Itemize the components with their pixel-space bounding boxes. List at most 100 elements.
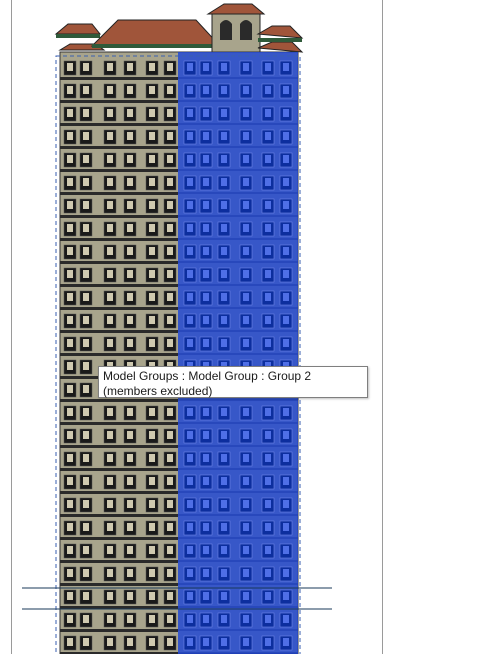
selection-detail: [183, 60, 293, 651]
selected-window-pane: [283, 592, 289, 600]
window-pane: [83, 431, 89, 439]
window-pane: [83, 178, 89, 186]
balcony-rail: [60, 583, 178, 586]
balcony-rail: [60, 514, 178, 517]
selected-window-pane: [243, 293, 249, 301]
window-pane: [67, 86, 73, 94]
window-pane: [107, 270, 113, 278]
window-pane: [83, 270, 89, 278]
selected-window-pane: [187, 178, 193, 186]
window-pane: [167, 569, 173, 577]
selected-window-pane: [187, 638, 193, 646]
window-pane: [107, 592, 113, 600]
window-pane: [83, 132, 89, 140]
selected-window-pane: [203, 523, 209, 531]
window-pane: [127, 86, 133, 94]
selected-window-pane: [243, 63, 249, 71]
selected-window-pane: [265, 615, 271, 623]
selected-window-pane: [187, 569, 193, 577]
window-pane: [67, 201, 73, 209]
window-pane: [167, 201, 173, 209]
window-pane: [83, 500, 89, 508]
selected-window-pane: [265, 569, 271, 577]
selected-window-pane: [265, 523, 271, 531]
selected-window-pane: [187, 63, 193, 71]
balcony-rail: [60, 537, 178, 540]
window-pane: [107, 316, 113, 324]
window-pane: [107, 408, 113, 416]
selected-window-pane: [221, 454, 227, 462]
selected-window-pane: [221, 500, 227, 508]
selected-window-pane: [265, 454, 271, 462]
selected-window-pane: [221, 615, 227, 623]
window-pane: [107, 500, 113, 508]
window-pane: [149, 638, 155, 646]
selected-window-pane: [243, 638, 249, 646]
roof-trim-middle: [92, 44, 220, 48]
window-pane: [167, 408, 173, 416]
selected-window-pane: [243, 155, 249, 163]
selected-window-pane: [265, 431, 271, 439]
window-pane: [107, 63, 113, 71]
selected-window-pane: [243, 178, 249, 186]
window-pane: [127, 523, 133, 531]
window-pane: [167, 316, 173, 324]
balcony-rail: [60, 169, 178, 172]
facade-detail: [63, 60, 177, 651]
window-pane: [167, 270, 173, 278]
window-pane: [167, 63, 173, 71]
window-pane: [67, 431, 73, 439]
selected-window-pane: [221, 109, 227, 117]
selected-window-pane: [187, 270, 193, 278]
window-pane: [149, 500, 155, 508]
window-pane: [67, 592, 73, 600]
selected-window-pane: [221, 86, 227, 94]
selected-window-pane: [283, 132, 289, 140]
window-pane: [127, 132, 133, 140]
selected-window-pane: [243, 270, 249, 278]
selected-window-pane: [243, 500, 249, 508]
window-pane: [167, 546, 173, 554]
selected-window-pane: [203, 109, 209, 117]
selected-window-pane: [203, 155, 209, 163]
window-pane: [67, 477, 73, 485]
window-pane: [149, 63, 155, 71]
selected-window-pane: [265, 638, 271, 646]
selected-window-pane: [283, 86, 289, 94]
balcony-rail: [60, 422, 178, 425]
selected-window-pane: [187, 155, 193, 163]
window-pane: [107, 86, 113, 94]
window-pane: [83, 109, 89, 117]
balcony-rail: [60, 284, 178, 287]
selected-window-pane: [283, 546, 289, 554]
window-pane: [167, 293, 173, 301]
window-pane: [67, 63, 73, 71]
selected-window-pane: [187, 109, 193, 117]
window-pane: [149, 454, 155, 462]
window-pane: [67, 615, 73, 623]
selected-window-pane: [203, 546, 209, 554]
window-pane: [83, 385, 89, 393]
window-pane: [149, 247, 155, 255]
roof-trim-left: [56, 34, 100, 38]
element-tooltip: Model Groups : Model Group : Group 2 (me…: [98, 366, 368, 398]
window-pane: [167, 477, 173, 485]
group-boundary: [55, 55, 301, 654]
window-pane: [149, 201, 155, 209]
selected-window-pane: [283, 408, 289, 416]
window-pane: [107, 109, 113, 117]
window-pane: [107, 247, 113, 255]
selected-window-pane: [187, 408, 193, 416]
balcony-rail: [60, 491, 178, 494]
window-pane: [107, 454, 113, 462]
selected-window-pane: [203, 63, 209, 71]
selected-window-pane: [243, 408, 249, 416]
window-pane: [67, 247, 73, 255]
selected-window-pane: [265, 201, 271, 209]
window-pane: [107, 132, 113, 140]
window-pane: [127, 178, 133, 186]
window-pane: [67, 638, 73, 646]
selected-window-pane: [203, 592, 209, 600]
tower-arch-right: [240, 20, 252, 40]
